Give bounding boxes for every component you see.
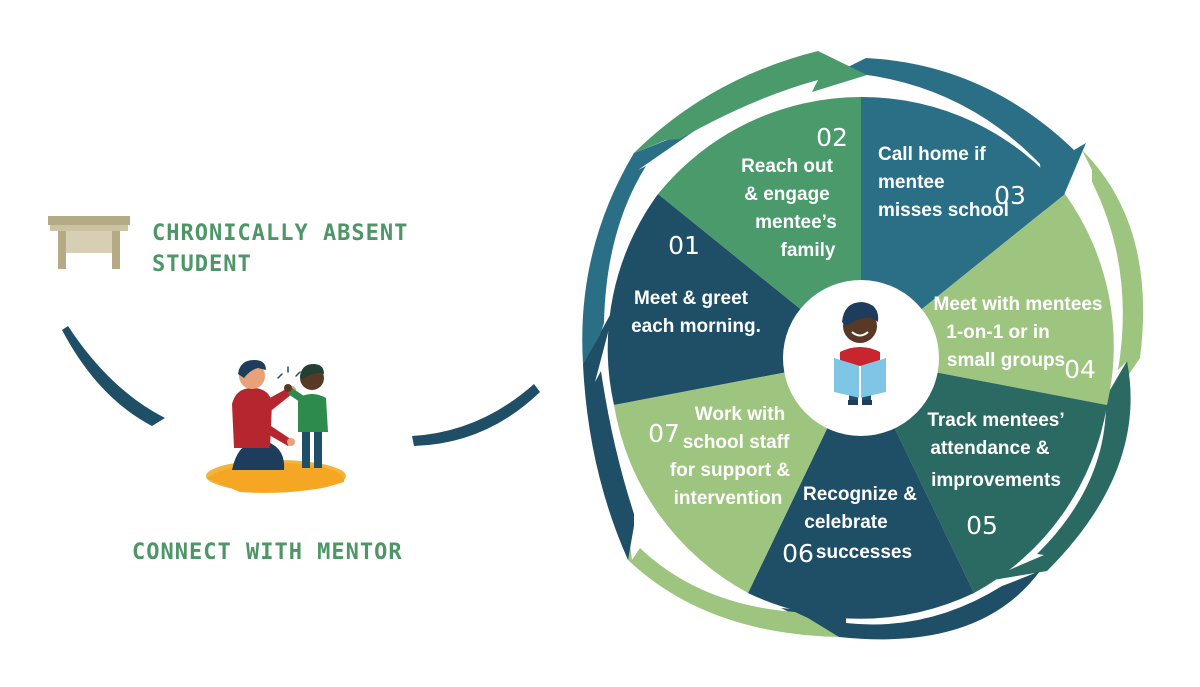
step-04-text-line: small groups [947,350,1065,371]
segment-06 [748,358,974,619]
step-04-text-line: Meet with mentees [934,294,1103,315]
curved-arrow-down [62,326,165,426]
connect-with-mentor-title: CONNECT WITH MENTOR [132,540,403,565]
step-02-text-line: family [781,240,836,261]
step-04-text-line: 1-on-1 or in [946,322,1049,343]
step-05-text-line: attendance & [930,438,1050,459]
step-06-text-line: Recognize & [803,484,917,505]
chronically-absent-title: CHRONICALLY ABSENT STUDENT [152,218,408,280]
segment-05 [861,358,1107,593]
absent-line-2: STUDENT [152,252,252,277]
step-03-text-line: misses school [878,200,1009,221]
step-07-text-line: Work with [695,404,785,425]
step-07-text-line: school staff [683,432,790,453]
step-number-07: 07 [648,419,680,448]
step-02-text-line: Reach out [741,156,834,177]
step-number-01: 01 [668,231,700,260]
step-number-05: 05 [966,511,998,540]
step-01-text-line: Meet & greet [634,288,749,309]
step-05-text-line: Track mentees’ [927,410,1064,431]
step-07-text-line: for support & [670,460,791,481]
curved-arrow-right [412,384,540,446]
step-03-text-line: mentee [878,172,945,193]
step-07-text-line: intervention [674,488,783,509]
segment-03 [861,96,1065,358]
desk-icon [48,216,130,269]
step-05-text-line: improvements [931,470,1061,491]
step-02-text-line: & engage [744,184,830,205]
segment-02 [658,97,861,358]
step-number-04: 04 [1064,355,1096,384]
step-06-text-line: celebrate [804,512,887,533]
absent-line-1: CHRONICALLY ABSENT [152,221,409,246]
segment-07 [614,358,861,593]
reading-child-icon [834,302,886,405]
step-06-text-line: successes [816,542,912,563]
cycle-arrow-ring [582,51,1144,640]
step-01-text-line: each morning. [631,316,761,337]
mentor-child-illustration [206,360,346,493]
step-02-text-line: mentee’s [755,212,837,233]
step-number-03: 03 [994,181,1026,210]
step-03-text-line: Call home if [878,144,986,165]
step-number-06: 06 [782,539,814,568]
step-number-02: 02 [816,123,848,152]
